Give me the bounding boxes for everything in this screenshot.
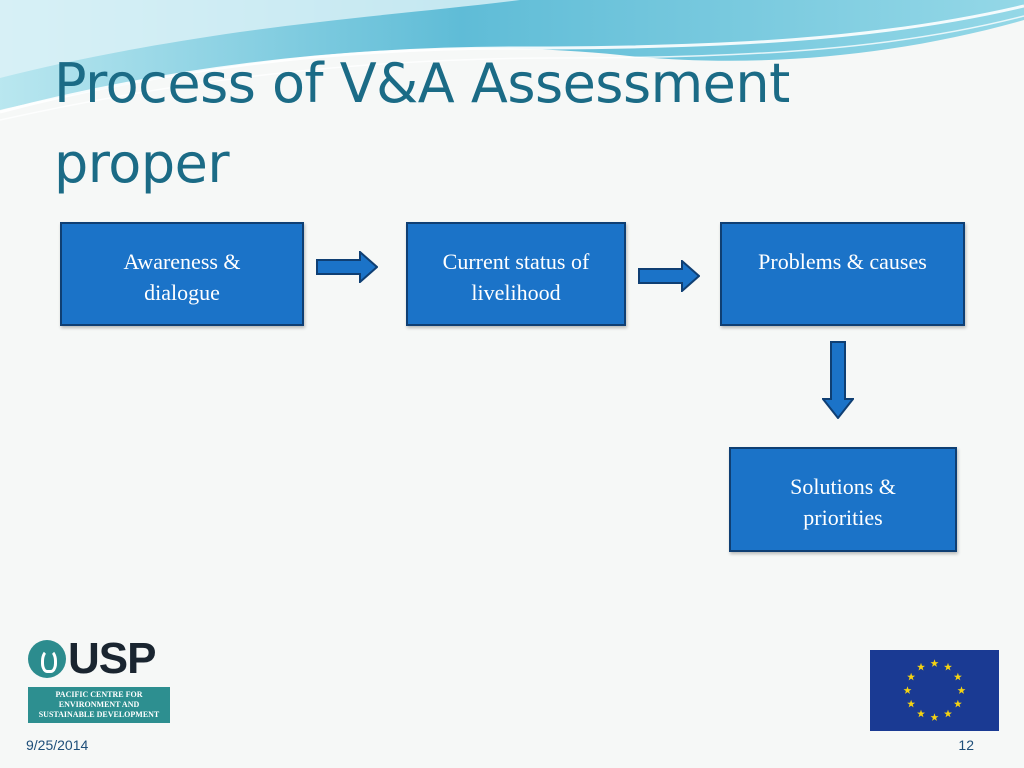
title-line-1: Process of V&A Assessment	[54, 52, 790, 115]
flow-box-current-status: Current status of livelihood	[406, 222, 626, 326]
eu-star-icon	[957, 686, 966, 694]
right-arrow-icon	[316, 251, 378, 283]
eu-star-icon	[930, 659, 939, 667]
header-wave-decoration	[0, 0, 1024, 121]
usp-banner-line-1: PACIFIC CENTRE FOR	[55, 690, 143, 699]
title-line-2: proper	[54, 132, 230, 195]
footer-date: 9/25/2014	[26, 737, 89, 753]
flow-box-problems-causes: Problems & causes	[720, 222, 965, 326]
flow-box-solutions-priorities: Solutions & priorities	[729, 447, 957, 552]
eu-star-icon	[953, 699, 962, 708]
usp-logo-text: USP	[68, 634, 156, 683]
usp-emblem-icon	[28, 640, 66, 678]
flow-box-awareness-dialogue: Awareness & dialogue	[60, 222, 304, 326]
flow-box-text-line-2: priorities	[803, 505, 883, 530]
eu-star-icon	[944, 709, 952, 718]
flow-box-text-line-2: dialogue	[144, 280, 220, 305]
eu-flag-icon	[870, 650, 999, 731]
page-title: Process of V&A Assessment proper	[54, 44, 954, 204]
eu-star-icon	[917, 709, 925, 718]
eu-star-icon	[907, 699, 916, 708]
down-arrow-icon	[822, 341, 854, 419]
usp-logo: USP PACIFIC CENTRE FOR ENVIRONMENT AND S…	[28, 634, 172, 724]
flow-box-text-line-1: Awareness &	[123, 249, 241, 274]
eu-star-icon	[903, 686, 912, 694]
eu-star-icon	[944, 662, 952, 671]
right-arrow-icon	[638, 260, 700, 292]
eu-star-icon	[953, 672, 962, 681]
flow-box-text-line-2: livelihood	[471, 280, 561, 305]
eu-star-icon	[907, 672, 916, 681]
eu-star-icon	[917, 662, 925, 671]
flow-box-text-line-1: Solutions &	[790, 474, 896, 499]
usp-logo-banner: PACIFIC CENTRE FOR ENVIRONMENT AND SUSTA…	[28, 687, 170, 723]
usp-banner-line-2: ENVIRONMENT AND	[58, 700, 140, 709]
footer-page-number: 12	[958, 737, 974, 753]
usp-banner-line-3: SUSTAINABLE DEVELOPMENT	[38, 710, 160, 719]
eu-star-icon	[930, 713, 939, 721]
flow-box-text-line-1: Problems & causes	[758, 249, 927, 274]
flow-box-text-line-1: Current status of	[442, 249, 590, 274]
